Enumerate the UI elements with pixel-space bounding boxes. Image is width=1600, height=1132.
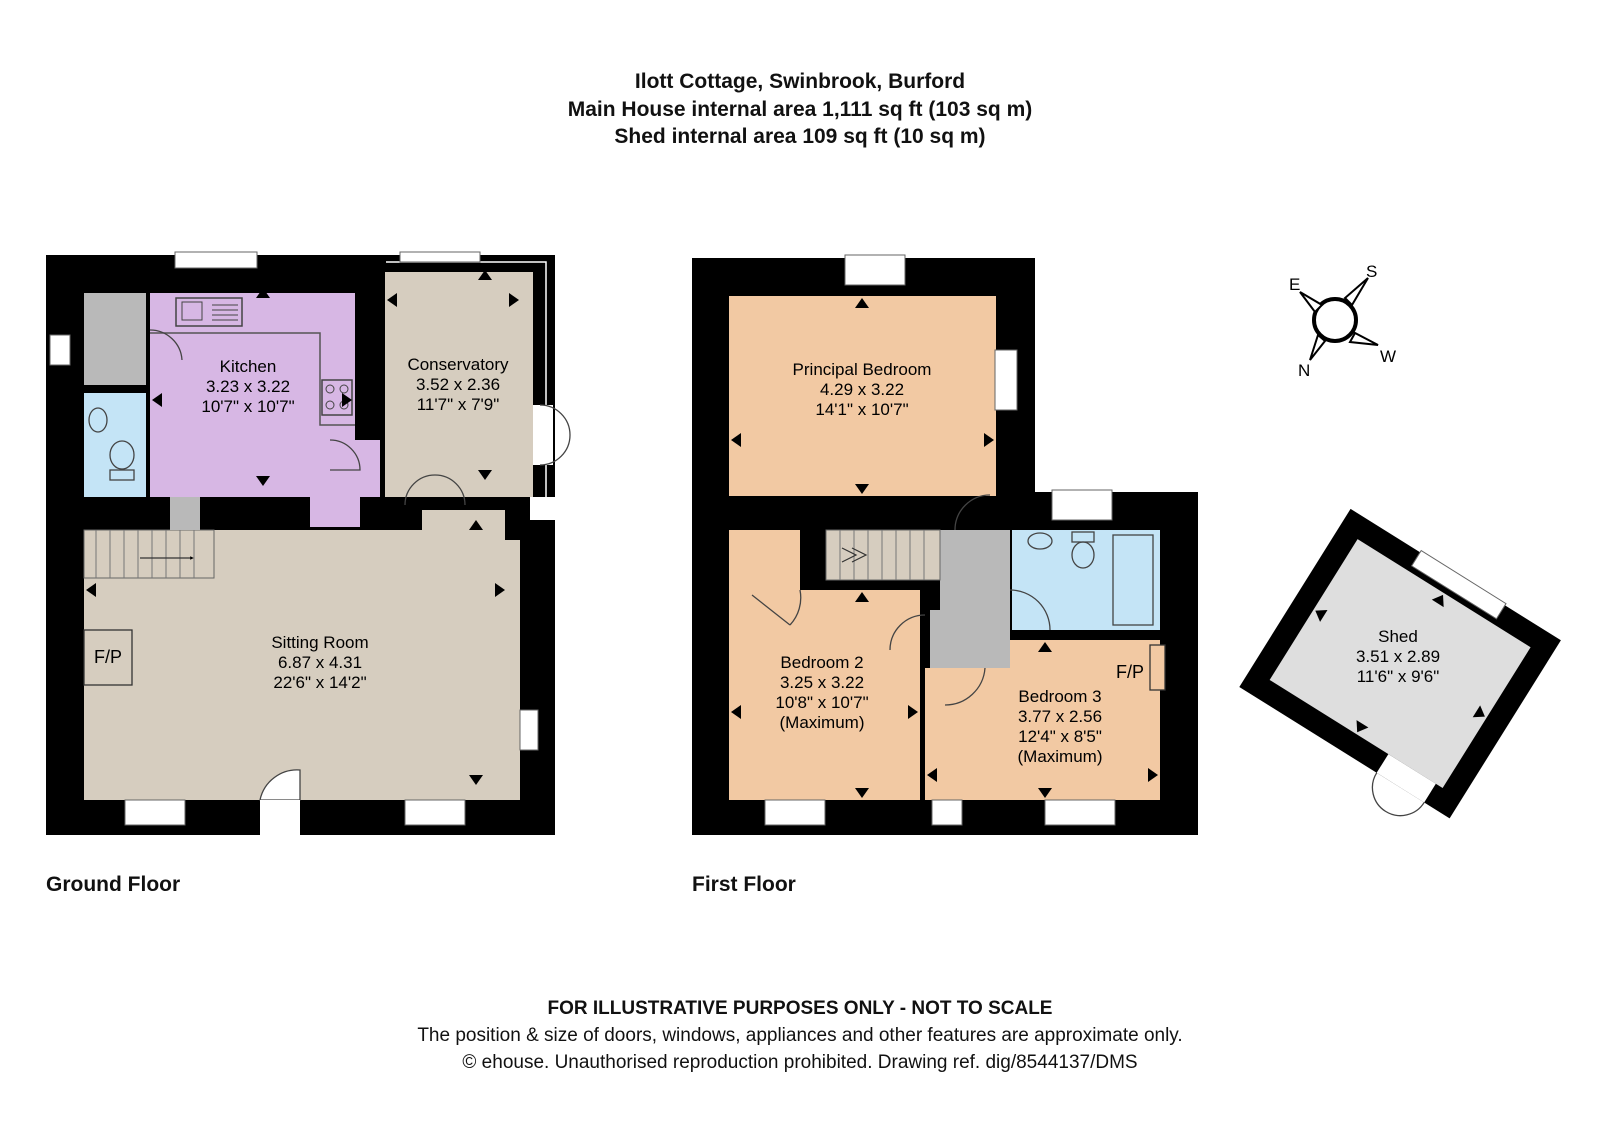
shed-area: Shed internal area 109 sq ft (10 sq m)	[614, 125, 986, 148]
first-floor-plan: F/P Principal Bedroom 4.29 x 3.22 14'1" …	[692, 254, 1198, 835]
conservatory-room	[385, 272, 533, 497]
ground-stairs	[83, 529, 215, 579]
compass-n: N	[1298, 361, 1310, 380]
bedroom-3-metric: 3.77 x 2.56	[1018, 707, 1102, 726]
bedroom-2-name: Bedroom 2	[780, 653, 863, 672]
toilet-icon	[109, 440, 135, 481]
cloakroom	[84, 393, 146, 497]
principal-bedroom-imperial: 14'1" x 10'7"	[815, 400, 908, 419]
sitting-room-metric: 6.87 x 4.31	[278, 653, 362, 672]
shed-plan	[1239, 508, 1561, 819]
landing	[930, 530, 1010, 668]
principal-bedroom	[729, 296, 996, 496]
ground-floor-label: Ground Floor	[46, 873, 181, 896]
kitchen-room	[150, 293, 380, 497]
fireplace-label-bedroom3: F/P	[1116, 662, 1144, 682]
shed-imperial: 11'6" x 9'6"	[1357, 667, 1440, 686]
main-house-area: Main House internal area 1,111 sq ft (10…	[567, 98, 1033, 121]
bath-icon	[1112, 534, 1154, 626]
rear-lobby	[84, 293, 146, 385]
sitting-room	[84, 510, 520, 800]
bedroom-2-imperial: 10'8" x 10'7"	[775, 693, 868, 712]
sitting-room-imperial: 22'6" x 14'2"	[273, 673, 366, 692]
hob-icon	[321, 379, 353, 416]
ground-floor-plan: F/P Kitchen 3.23 x 3.22 10'7" x 10'7" Co…	[46, 251, 571, 835]
bathroom	[1012, 530, 1160, 630]
bedroom-2-note: (Maximum)	[780, 713, 865, 732]
copyright-text: © ehouse. Unauthorised reproduction proh…	[462, 1052, 1138, 1073]
bedroom-3	[925, 640, 1160, 800]
basin-icon	[88, 407, 108, 433]
front-door	[259, 769, 301, 801]
disclaimer-heading: FOR ILLUSTRATIVE PURPOSES ONLY - NOT TO …	[547, 998, 1053, 1019]
bedroom-2-metric: 3.25 x 3.22	[780, 673, 864, 692]
kitchen-metric: 3.23 x 3.22	[206, 377, 290, 396]
bedroom-3-name: Bedroom 3	[1018, 687, 1101, 706]
shed-room	[1269, 539, 1531, 789]
fireplace-label: F/P	[94, 647, 122, 667]
first-floor-label: First Floor	[692, 873, 796, 896]
principal-bedroom-metric: 4.29 x 3.22	[820, 380, 904, 399]
bedroom-3-imperial: 12'4" x 8'5"	[1018, 727, 1102, 746]
conservatory-name: Conservatory	[407, 355, 509, 374]
bathroom-toilet-icon	[1071, 531, 1095, 569]
conservatory-imperial: 11'7" x 7'9"	[417, 395, 500, 414]
bathroom-basin-icon	[1027, 532, 1053, 550]
compass-e: E	[1289, 275, 1300, 294]
sitting-room-name: Sitting Room	[271, 633, 368, 652]
principal-bedroom-name: Principal Bedroom	[793, 360, 932, 379]
sink-icon	[175, 297, 243, 327]
first-floor-stairs	[825, 529, 941, 581]
bedroom-2	[729, 530, 920, 800]
shed-name: Shed	[1378, 627, 1418, 646]
disclaimer-text: The position & size of doors, windows, a…	[417, 1025, 1183, 1046]
kitchen-imperial: 10'7" x 10'7"	[201, 397, 294, 416]
compass-s: S	[1366, 262, 1377, 281]
shed-metric: 3.51 x 2.89	[1356, 647, 1440, 666]
compass-rose-icon: E S N W	[1289, 262, 1396, 380]
fireplace	[83, 629, 133, 686]
conservatory-french-doors	[539, 404, 571, 466]
conservatory-metric: 3.52 x 2.36	[416, 375, 500, 394]
bedroom-3-note: (Maximum)	[1018, 747, 1103, 766]
plan-title: Ilott Cottage, Swinbrook, Burford	[634, 70, 966, 93]
compass-w: W	[1380, 347, 1396, 366]
kitchen-name: Kitchen	[220, 357, 277, 376]
